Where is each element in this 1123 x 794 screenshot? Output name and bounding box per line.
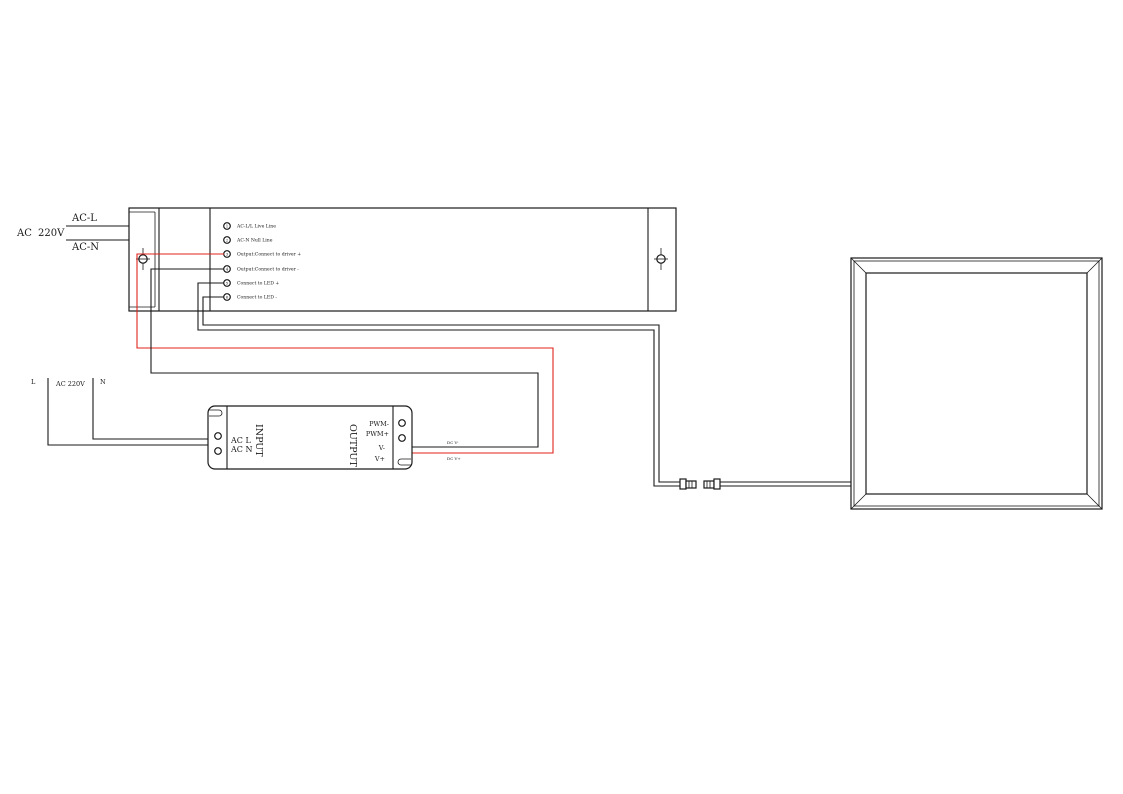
svg-text:2: 2 — [226, 238, 229, 243]
terminal-label: Output:Connect to driver - — [237, 267, 299, 273]
led-driver-body — [207, 405, 413, 470]
module-terminal: 2 AC-N Null Line — [223, 236, 273, 244]
driver-output-terminal — [398, 419, 406, 427]
mounting-slot-icon — [397, 458, 411, 466]
svg-text:3: 3 — [226, 252, 229, 257]
led-panel-light-area — [865, 272, 1088, 495]
driver-input-n-label: AC N — [230, 445, 252, 454]
led-panel — [850, 257, 1103, 510]
terminal-label: AC-L/L Live Line — [236, 224, 276, 230]
driver-supply: L N AC 220V — [31, 378, 213, 446]
driver-supply-n-wire — [92, 378, 213, 440]
driver-supply-n-label: N — [100, 378, 106, 386]
terminal-label: Connect to LED - — [237, 295, 277, 301]
mounting-hole-icon — [136, 248, 150, 270]
ac-live-label: AC-L — [71, 213, 97, 224]
svg-text:1: 1 — [226, 224, 229, 229]
led-positive-wire — [197, 282, 680, 487]
driver-input-l-label: AC L — [230, 436, 251, 445]
module-terminal: 5 Connect to LED + — [223, 279, 279, 287]
emergency-module: 1 AC-L/L Live Line 2 AC-N Null Line 3 Ou… — [128, 207, 677, 312]
module-terminal: 1 AC-L/L Live Line — [223, 222, 276, 230]
driver-supply-l-wire — [47, 378, 213, 446]
terminal-label: AC-N Null Line — [236, 238, 273, 244]
driver-output-terminal — [398, 434, 406, 442]
driver-negative-wire — [150, 268, 539, 448]
ac-voltage-label: 220V — [38, 228, 65, 239]
svg-text:4: 4 — [226, 267, 229, 272]
terminal-label: Output:Connect to driver + — [237, 252, 301, 258]
driver-output-title: OUTPUT — [347, 424, 358, 467]
led-negative-wire — [202, 296, 680, 483]
emergency-module-body — [128, 207, 677, 312]
svg-text:5: 5 — [226, 281, 229, 286]
dc-positive-label: DC V+ — [447, 456, 461, 461]
mounting-slot-icon — [209, 409, 223, 417]
led-panel-frame-inner-edge — [853, 260, 1100, 507]
driver-pwm-pos-label: PWM+ — [366, 430, 389, 438]
driver-pwm-neg-label: PWM- — [369, 420, 389, 428]
driver-supply-l-label: L — [31, 378, 36, 386]
driver-supply-voltage-label: AC 220V — [55, 380, 85, 388]
driver-positive-wire — [136, 253, 554, 454]
driver-vneg-label: V- — [378, 444, 385, 452]
led-driver: AC L AC N PWM- PWM+ V- V+ INPUT OUTPUT — [207, 405, 413, 470]
driver-input-title: INPUT — [253, 424, 264, 457]
ac-label: AC — [16, 228, 32, 239]
driver-input-terminal — [214, 432, 222, 440]
terminal-label: Connect to LED + — [237, 281, 279, 287]
driver-input-terminal — [214, 447, 222, 455]
svg-text:6: 6 — [226, 295, 229, 300]
ac-neutral-label: AC-N — [71, 242, 99, 253]
driver-vpos-label: V+ — [374, 455, 385, 463]
wire-connector — [679, 478, 721, 490]
mounting-hole-icon — [654, 248, 668, 270]
dc-negative-label: DC V- — [447, 440, 459, 445]
